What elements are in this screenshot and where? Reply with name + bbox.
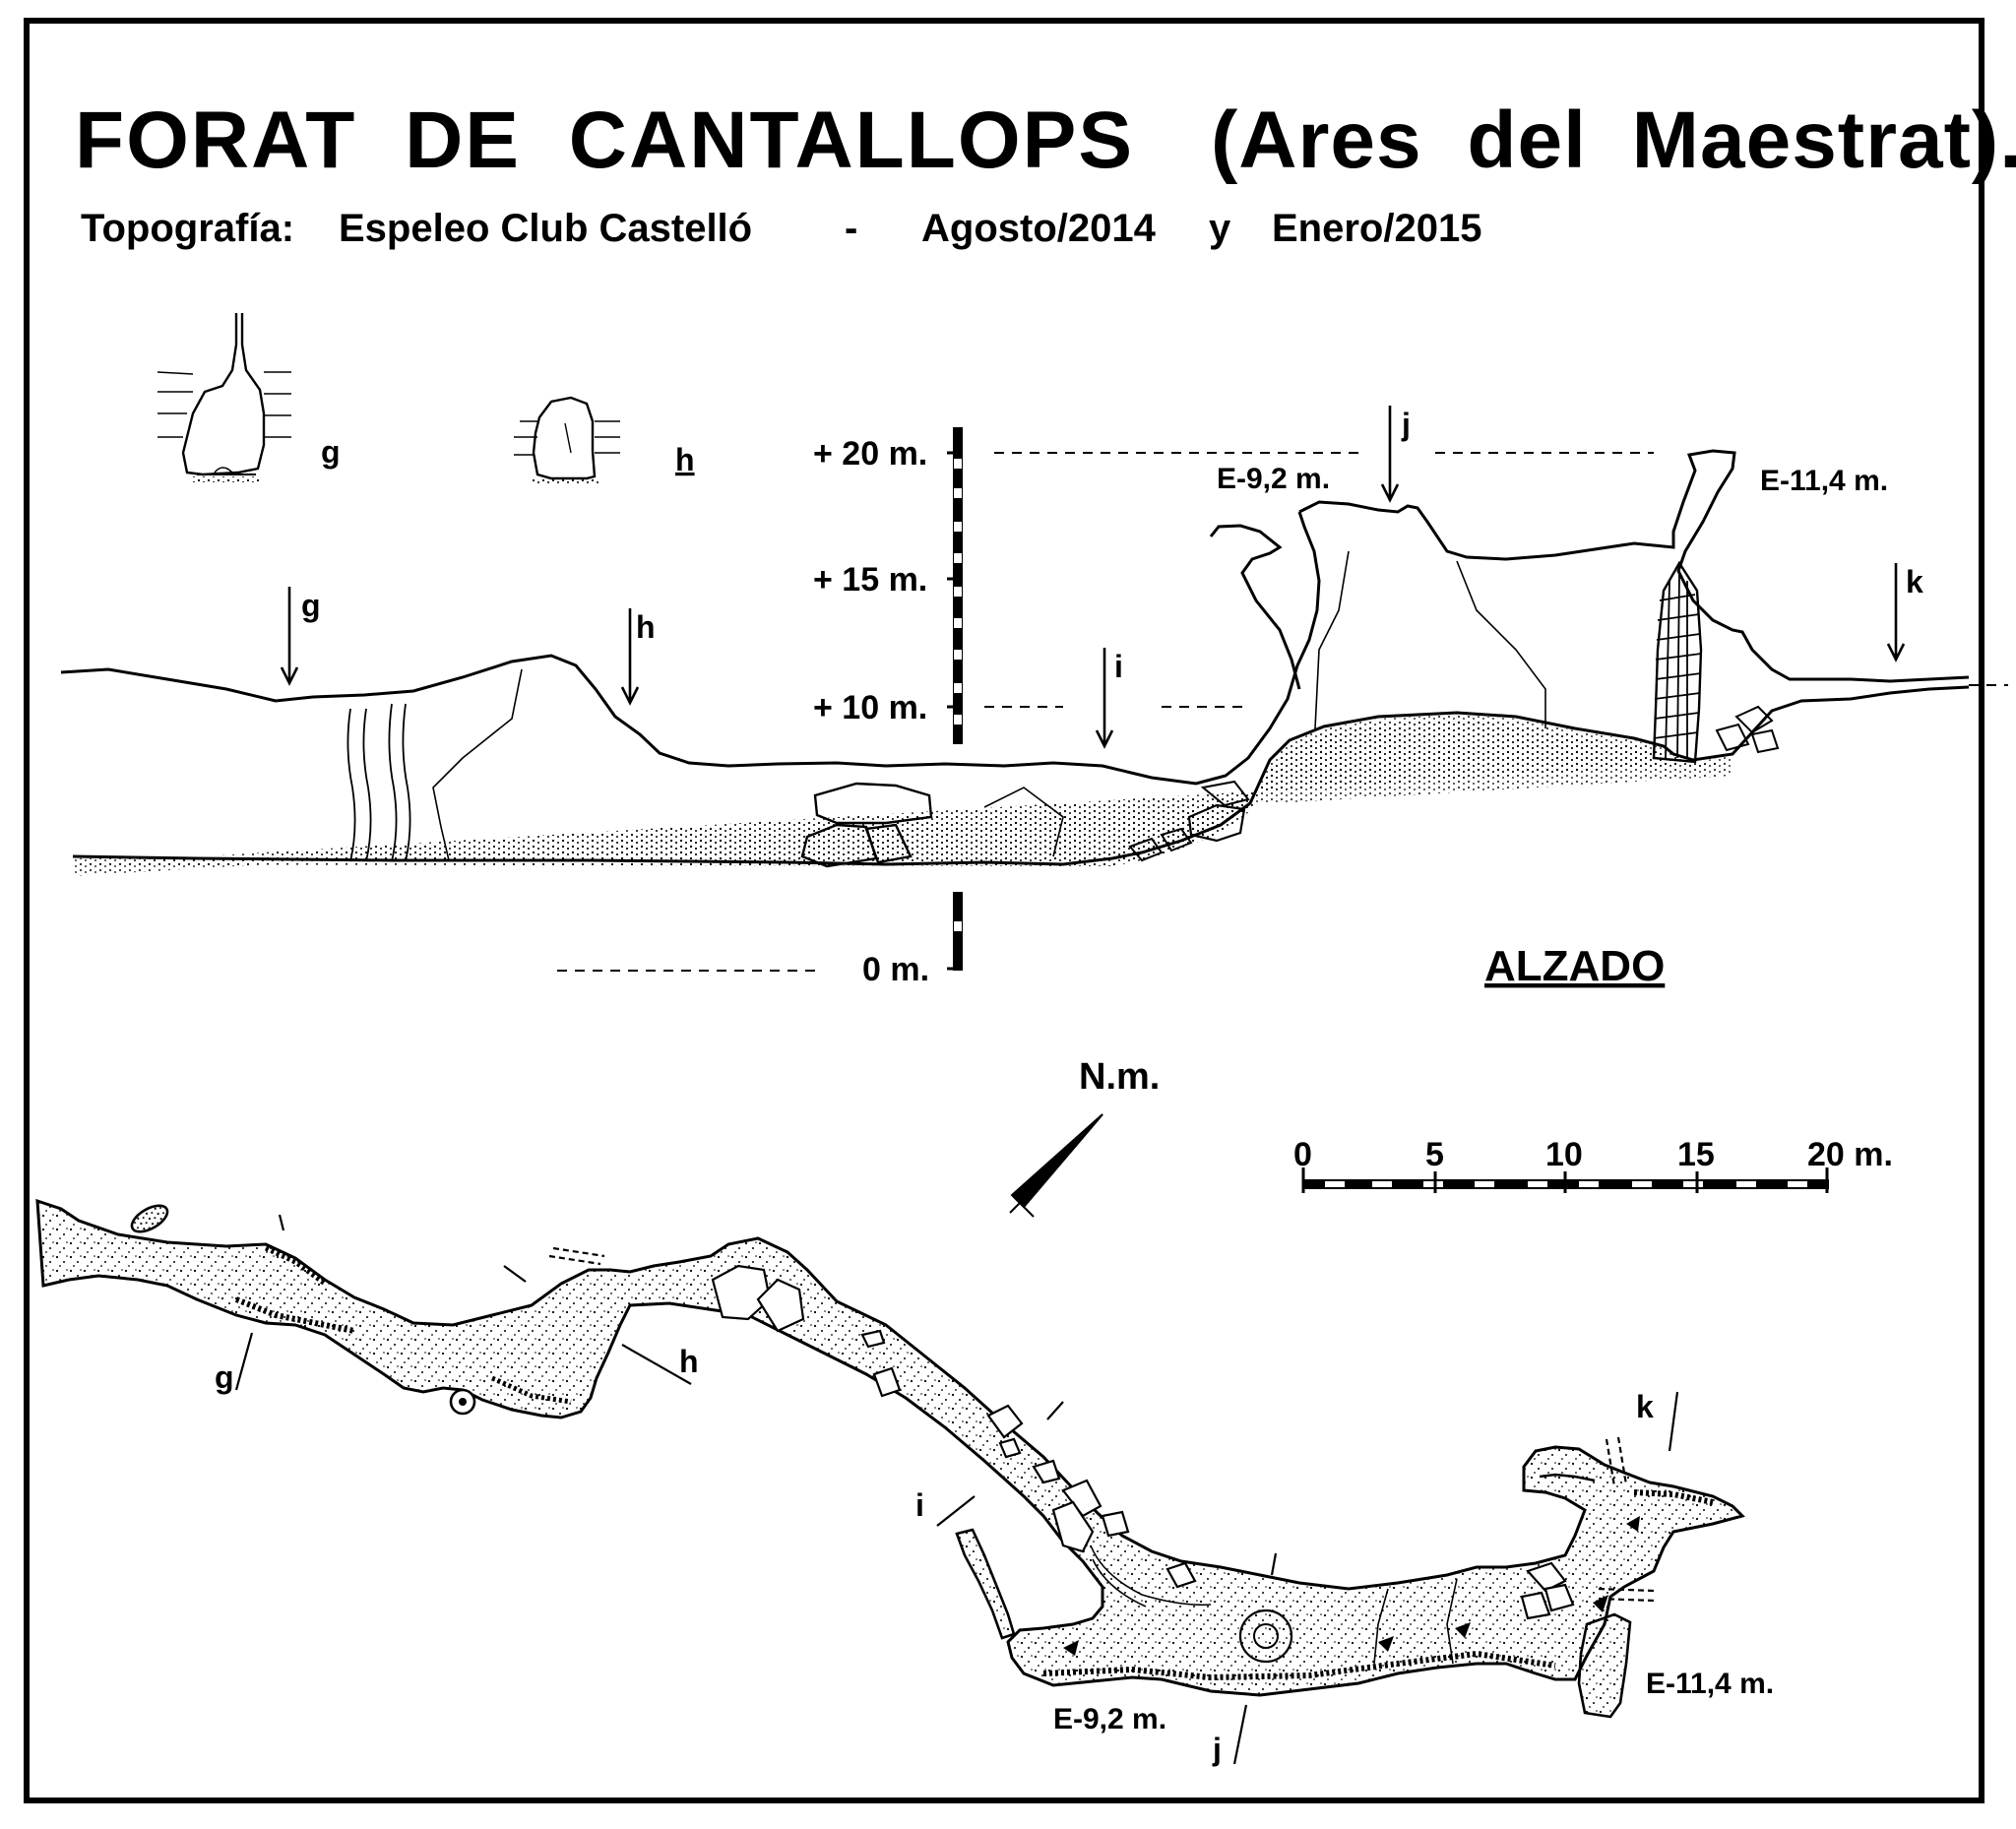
plan-marker-h: h bbox=[679, 1344, 699, 1379]
elevation-vertical-scale-bar bbox=[947, 427, 963, 971]
marker-i: i bbox=[1114, 649, 1123, 684]
border-frame bbox=[24, 18, 1984, 1803]
plan-horizontal-scale-bar bbox=[1301, 1167, 1829, 1193]
plan-small-pit bbox=[130, 1204, 169, 1233]
plan-side-branch bbox=[955, 1528, 1016, 1640]
north-label: N.m. bbox=[1079, 1056, 1160, 1098]
station-right-plan: E-11,4 m. bbox=[1646, 1668, 1774, 1700]
plan-marker-j: j bbox=[1212, 1732, 1222, 1767]
subtitle-author: Espeleo Club Castelló bbox=[339, 207, 753, 250]
plan-slope-arrows bbox=[1063, 1516, 1640, 1656]
elevation-labels: + 20 m. + 15 m. + 10 m. 0 m. g h i j k E… bbox=[301, 407, 1923, 990]
cross-section-label-h: h bbox=[675, 442, 695, 477]
plan-view bbox=[35, 1113, 1829, 1765]
cross-section-g bbox=[157, 313, 291, 482]
elevation-ceiling bbox=[60, 511, 1321, 786]
subtitle-date1: Agosto/2014 bbox=[921, 207, 1156, 250]
scale-tick-10: 10 bbox=[1545, 1136, 1583, 1173]
stalagmite-column bbox=[1652, 560, 1703, 764]
scale-tick-5: 5 bbox=[1425, 1136, 1444, 1173]
marker-h: h bbox=[636, 609, 656, 645]
elevation-title: ALZADO bbox=[1484, 942, 1665, 990]
scale-tick-15: 15 bbox=[1677, 1136, 1715, 1173]
plan-marker-i: i bbox=[915, 1487, 924, 1523]
plan-upper-chamber bbox=[1539, 1473, 1596, 1482]
plan-marker-g: g bbox=[215, 1359, 234, 1395]
station-left-elevation: E-9,2 m. bbox=[1217, 463, 1330, 495]
plan-labels: N.m. 0 5 10 15 20 m. g h i j k E-9,2 m. … bbox=[215, 1056, 1893, 1767]
subtitle-conj: y bbox=[1209, 207, 1231, 250]
scale-tick-20: 20 m. bbox=[1807, 1136, 1893, 1173]
scale-label-15: + 15 m. bbox=[813, 561, 927, 599]
north-arrow bbox=[1009, 1113, 1103, 1218]
cave-title: FORAT DE CANTALLOPS bbox=[75, 95, 1135, 185]
scale-label-0: 0 m. bbox=[862, 951, 929, 988]
plan-fallen-blocks bbox=[711, 1264, 1575, 1620]
marker-k: k bbox=[1906, 564, 1923, 599]
plan-passage-outline bbox=[35, 1198, 1745, 1697]
cross-section-label-g: g bbox=[321, 434, 341, 470]
reference-dashed-lines bbox=[557, 452, 2008, 972]
cross-section-h bbox=[514, 396, 620, 484]
marker-g: g bbox=[301, 588, 321, 623]
subtitle-date2: Enero/2015 bbox=[1272, 207, 1482, 250]
station-right-elevation: E-11,4 m. bbox=[1760, 465, 1888, 497]
scale-tick-0: 0 bbox=[1293, 1136, 1312, 1173]
elevation-view bbox=[60, 313, 2008, 972]
scale-label-10: + 10 m. bbox=[813, 689, 927, 726]
marker-j: j bbox=[1401, 407, 1411, 442]
elevation-section-arrows bbox=[280, 406, 1906, 749]
station-left-plan: E-9,2 m. bbox=[1053, 1703, 1166, 1735]
elevation-side-passage bbox=[1209, 524, 1301, 690]
subtitle-label: Topografía: bbox=[81, 207, 295, 250]
plan-terminal-column bbox=[1577, 1612, 1632, 1719]
elevation-upper-chamber bbox=[1298, 449, 1970, 683]
scale-label-20: + 20 m. bbox=[813, 435, 927, 473]
subtitle-dash: - bbox=[845, 207, 858, 250]
cave-location: (Ares del Maestrat). bbox=[1211, 95, 2016, 185]
plan-marker-k: k bbox=[1636, 1389, 1654, 1424]
plan-section-ticks bbox=[234, 1214, 1679, 1765]
